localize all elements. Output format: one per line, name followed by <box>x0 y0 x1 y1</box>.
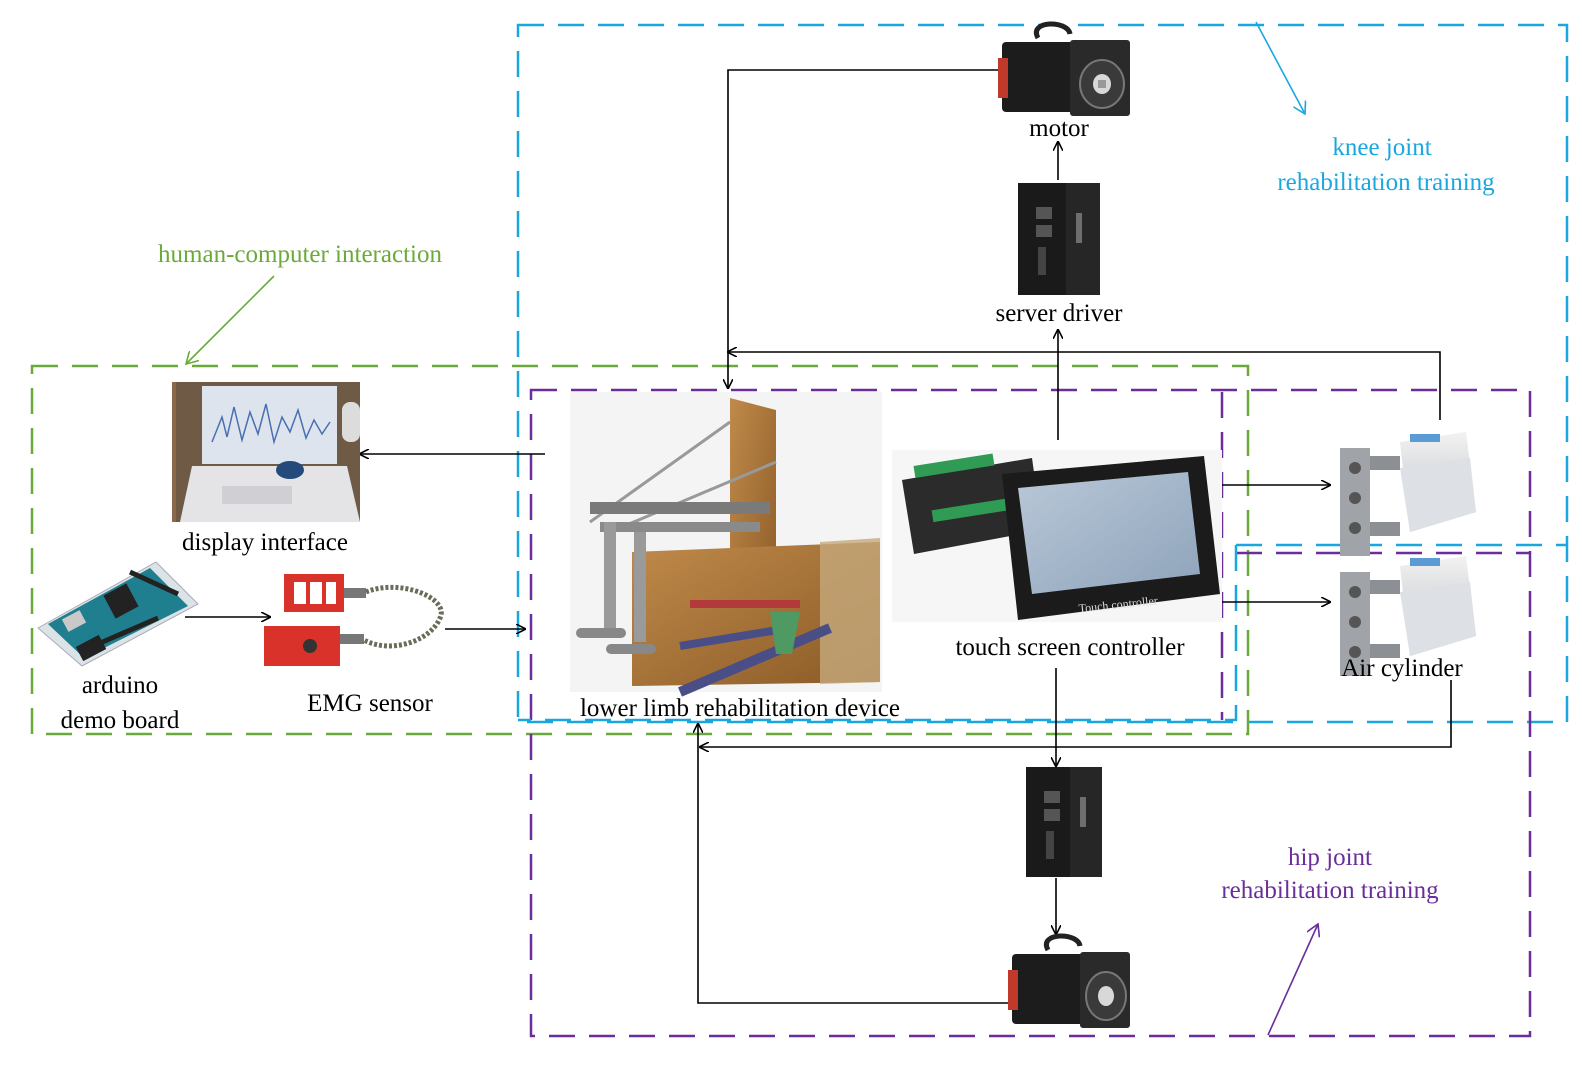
hmi-title: human-computer interaction <box>158 241 442 268</box>
hip-region-box <box>529 388 1532 1038</box>
knee-title-line1: knee joint <box>1332 134 1431 161</box>
arrow-motor2-to-device <box>698 724 1008 1004</box>
hip-title-line1: hip joint <box>1288 844 1372 871</box>
servo-driver-icon <box>1018 183 1100 295</box>
hmi-title-pointer <box>186 275 275 364</box>
air-cylinder-icon <box>1340 432 1476 556</box>
air-cylinder-label: Air cylinder <box>1341 655 1463 682</box>
hip-title-pointer <box>1267 924 1318 1036</box>
laptop-icon <box>172 382 360 522</box>
hmi-region-box <box>30 364 1250 736</box>
arduino-label-line2: demo board <box>61 707 180 734</box>
touch-controller-label: touch screen controller <box>955 634 1185 661</box>
touch-controller-icon: Touch controller <box>892 450 1222 622</box>
hip-title-line2: rehabilitation training <box>1221 877 1439 904</box>
device-label: lower limb rehabilitation device <box>580 695 900 722</box>
servo-motor-icon <box>998 21 1130 116</box>
emg-sensor-label: EMG sensor <box>307 690 433 717</box>
rehabilitation-device-icon <box>570 392 882 697</box>
display-interface-label: display interface <box>182 529 348 556</box>
knee-title-line2: rehabilitation training <box>1277 169 1495 196</box>
connectors <box>185 69 1452 1004</box>
server-driver-label: server driver <box>995 300 1123 327</box>
arduino-board-icon <box>37 561 199 667</box>
arduino-label-line1: arduino <box>82 672 158 699</box>
arrow-cylinder2-to-device <box>700 680 1452 747</box>
arrow-motor-to-device <box>728 69 1000 388</box>
knee-title-pointer <box>1255 21 1305 114</box>
arrow-cylinder1-to-device <box>728 352 1441 420</box>
servo-driver-icon-2 <box>1026 767 1102 877</box>
motor-label: motor <box>1029 115 1089 142</box>
air-cylinder-icon-2 <box>1340 556 1476 676</box>
knee-region-notch <box>518 543 1567 722</box>
servo-motor-icon-2 <box>1008 933 1130 1028</box>
emg-sensor-icon <box>264 574 444 666</box>
